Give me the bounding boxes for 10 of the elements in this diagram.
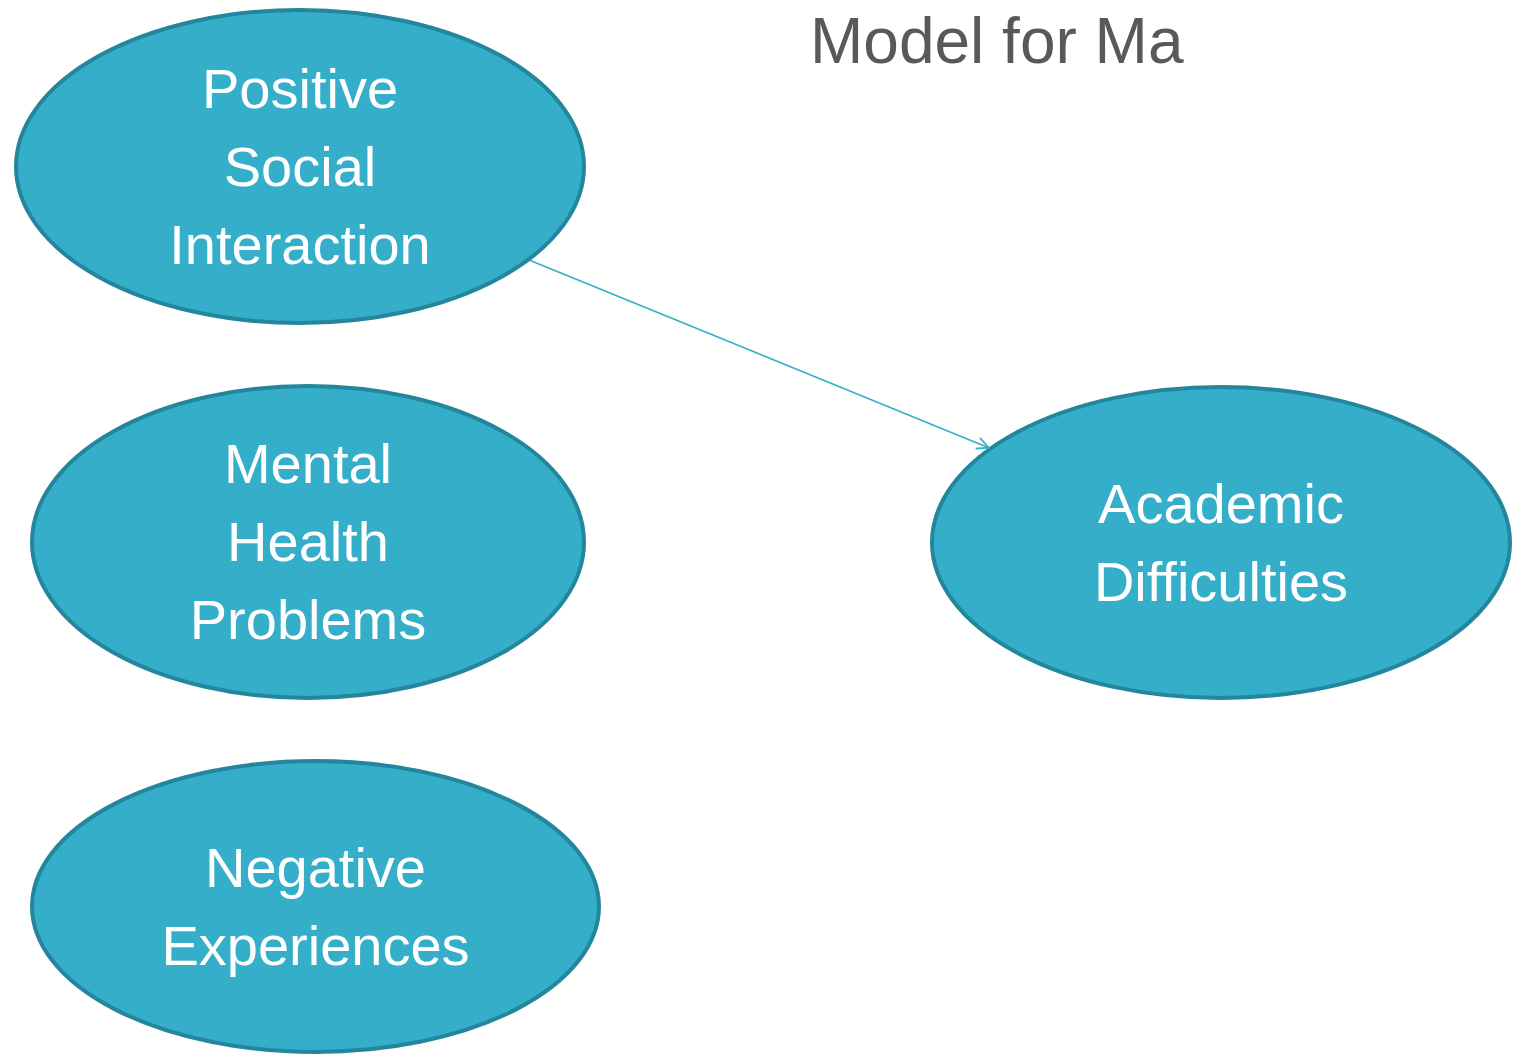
title: Model for Ma	[810, 4, 1184, 78]
ellipse-node	[930, 385, 1512, 700]
ellipse-node	[30, 759, 601, 1054]
ellipse-node	[30, 384, 586, 700]
node-label: Mental Health Problems	[188, 431, 428, 653]
node-label: Positive Social Interaction	[168, 55, 432, 278]
arrow	[529, 259, 990, 450]
node-label: Negative Experiences	[160, 834, 471, 979]
node-label: Academic Difficulties	[1092, 470, 1350, 615]
ellipse-node	[14, 8, 586, 325]
